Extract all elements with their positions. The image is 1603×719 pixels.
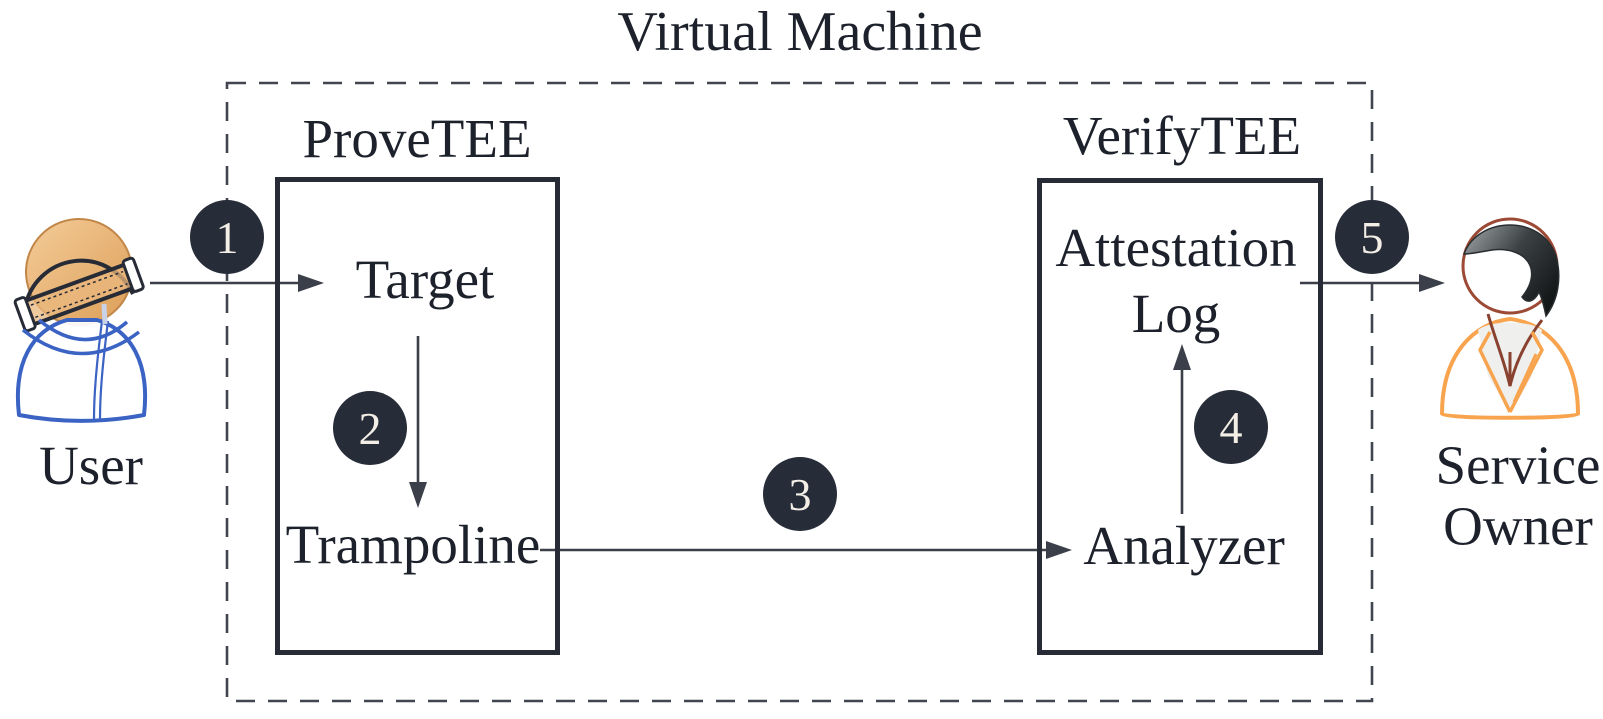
step-badge-1: 1 (190, 200, 264, 274)
step-badge-4: 4 (1194, 390, 1268, 464)
step-badge-5: 5 (1335, 200, 1409, 274)
attestation-log-node: Attestation Log (1055, 217, 1297, 344)
analyzer-node: Analyzer (1083, 514, 1285, 576)
target-node: Target (355, 248, 495, 310)
vm-title: Virtual Machine (617, 1, 983, 64)
step-badge-3: 3 (763, 457, 837, 531)
provetee-label: ProveTEE (302, 107, 532, 169)
arrow-4-analyzer-to-log (1173, 344, 1191, 514)
service-owner-label: Service Owner (1435, 434, 1601, 556)
provetee-box (275, 177, 560, 655)
user-icon (13, 218, 147, 423)
service-owner-icon (1440, 217, 1580, 420)
vm-dashed-boundary (225, 81, 1374, 703)
trampoline-node: Trampoline (285, 513, 541, 575)
verifytee-box (1037, 178, 1323, 655)
verifytee-label: VerifyTEE (1062, 104, 1302, 166)
user-label: User (39, 434, 143, 496)
arrow-2-target-to-trampoline (409, 336, 427, 508)
step-badge-2: 2 (333, 391, 407, 465)
arrow-3-trampoline-to-analyzer (540, 541, 1072, 559)
